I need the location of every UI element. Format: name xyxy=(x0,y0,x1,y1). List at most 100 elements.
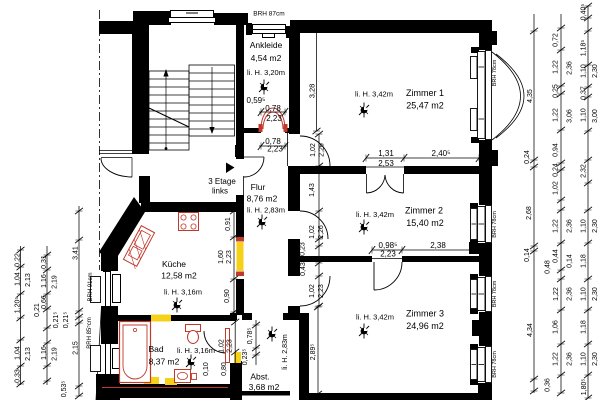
svg-text:0,22: 0,22 xyxy=(15,253,22,267)
svg-text:0,21⁵: 0,21⁵ xyxy=(63,312,70,329)
svg-text:1,10: 1,10 xyxy=(581,108,588,122)
svg-text:1,22: 1,22 xyxy=(553,287,560,301)
svg-text:0,21: 0,21 xyxy=(34,303,41,317)
svg-text:2,13: 2,13 xyxy=(25,273,32,287)
svg-text:Abst.: Abst. xyxy=(250,372,269,382)
svg-text:0,78: 0,78 xyxy=(265,104,281,113)
svg-text:2,30: 2,30 xyxy=(592,64,599,78)
svg-text:BRH 91cm: BRH 91cm xyxy=(88,272,94,301)
svg-text:4,35: 4,35 xyxy=(527,89,534,103)
svg-text:Bad: Bad xyxy=(148,344,163,354)
svg-text:2,23: 2,23 xyxy=(226,250,233,264)
svg-text:0,59⁵: 0,59⁵ xyxy=(247,96,266,105)
svg-text:2,30: 2,30 xyxy=(592,287,599,301)
svg-text:1,16: 1,16 xyxy=(41,346,48,360)
svg-text:8,37 m2: 8,37 m2 xyxy=(149,357,180,367)
svg-text:1,22: 1,22 xyxy=(553,352,560,366)
svg-text:BRH 78cm: BRH 78cm xyxy=(492,211,498,238)
svg-text:1,60: 1,60 xyxy=(218,250,225,264)
svg-text:1,02: 1,02 xyxy=(553,181,560,195)
svg-text:1,80⁵: 1,80⁵ xyxy=(581,379,588,396)
svg-text:0,33: 0,33 xyxy=(15,369,22,383)
svg-text:0,43: 0,43 xyxy=(300,262,307,276)
svg-text:0,25: 0,25 xyxy=(553,84,560,98)
svg-text:2,89⁵: 2,89⁵ xyxy=(310,344,317,361)
svg-text:Zimmer 3: Zimmer 3 xyxy=(406,309,444,319)
svg-text:12,58 m2: 12,58 m2 xyxy=(161,271,197,281)
svg-text:Ankleide: Ankleide xyxy=(250,40,283,50)
svg-text:1,22: 1,22 xyxy=(553,219,560,233)
svg-text:Zimmer 1: Zimmer 1 xyxy=(406,88,444,98)
svg-text:0,37: 0,37 xyxy=(581,86,588,100)
svg-text:0,31: 0,31 xyxy=(41,255,48,269)
svg-text:2,23: 2,23 xyxy=(380,250,396,259)
svg-text:1,10: 1,10 xyxy=(581,219,588,233)
svg-text:2,26: 2,26 xyxy=(319,143,326,157)
svg-text:1,06: 1,06 xyxy=(553,320,560,334)
svg-text:2,23: 2,23 xyxy=(318,284,325,298)
svg-text:2,23: 2,23 xyxy=(227,339,234,353)
svg-text:2,15: 2,15 xyxy=(73,341,80,355)
svg-text:0,91: 0,91 xyxy=(225,217,232,231)
svg-text:0,14: 0,14 xyxy=(524,248,531,262)
svg-text:0,23: 0,23 xyxy=(300,242,307,256)
svg-text:2,68: 2,68 xyxy=(526,206,533,220)
svg-text:1,10: 1,10 xyxy=(581,287,588,301)
svg-text:2,36: 2,36 xyxy=(567,61,574,75)
svg-text:BRH 78cm: BRH 78cm xyxy=(492,280,498,307)
svg-text:0,53⁵: 0,53⁵ xyxy=(61,381,68,398)
svg-text:li. H. 2,83m: li. H. 2,83m xyxy=(247,206,285,215)
svg-text:Flur: Flur xyxy=(251,182,266,192)
svg-text:1,02: 1,02 xyxy=(309,225,316,239)
svg-text:1,18: 1,18 xyxy=(581,320,588,334)
svg-text:0,21⁵: 0,21⁵ xyxy=(53,312,60,329)
svg-text:2,36: 2,36 xyxy=(567,287,574,301)
svg-text:0,66: 0,66 xyxy=(41,295,48,309)
svg-text:1,02: 1,02 xyxy=(310,143,317,157)
svg-text:2,36: 2,36 xyxy=(567,352,574,366)
svg-text:2,26: 2,26 xyxy=(318,225,325,239)
svg-text:2,23: 2,23 xyxy=(266,114,282,123)
svg-text:links: links xyxy=(212,187,228,196)
svg-text:1,31: 1,31 xyxy=(378,149,394,158)
svg-text:0,24: 0,24 xyxy=(524,150,531,164)
svg-text:li. H. 3,20m: li. H. 3,20m xyxy=(247,68,285,77)
svg-text:0,10: 0,10 xyxy=(203,362,210,376)
svg-text:li. H. 2,83m: li. H. 2,83m xyxy=(282,334,289,370)
svg-text:0,80: 0,80 xyxy=(221,362,228,376)
svg-text:3 Etage: 3 Etage xyxy=(208,177,236,186)
svg-text:1,18⁵: 1,18⁵ xyxy=(581,40,588,57)
svg-text:1,02: 1,02 xyxy=(219,339,226,353)
svg-text:li. H. 3,42m: li. H. 3,42m xyxy=(355,90,393,99)
svg-text:1,04: 1,04 xyxy=(15,346,22,360)
svg-text:1,43: 1,43 xyxy=(309,183,316,197)
svg-text:2,40⁵: 2,40⁵ xyxy=(432,149,451,158)
svg-text:2,53: 2,53 xyxy=(378,159,394,168)
svg-text:2,30: 2,30 xyxy=(592,352,599,366)
svg-text:0,36: 0,36 xyxy=(545,378,552,392)
svg-text:2,32: 2,32 xyxy=(581,164,588,178)
svg-text:1,20⁵: 1,20⁵ xyxy=(15,297,22,314)
svg-text:0,98⁵: 0,98⁵ xyxy=(379,241,398,250)
svg-text:1,16: 1,16 xyxy=(41,274,48,288)
svg-text:0,72: 0,72 xyxy=(553,33,560,47)
svg-text:0,44: 0,44 xyxy=(553,249,560,263)
svg-text:3,28: 3,28 xyxy=(308,84,317,99)
svg-text:li. H. 3,16m: li. H. 3,16m xyxy=(164,288,202,297)
svg-text:3,41: 3,41 xyxy=(73,246,80,260)
svg-text:3,68 m2: 3,68 m2 xyxy=(249,382,280,392)
svg-text:2,19: 2,19 xyxy=(52,347,59,361)
svg-text:4,34: 4,34 xyxy=(527,323,534,337)
svg-text:0,14: 0,14 xyxy=(567,254,574,268)
svg-text:2,36: 2,36 xyxy=(567,219,574,233)
svg-text:1,02: 1,02 xyxy=(309,284,316,298)
svg-text:li. H. 3,16m: li. H. 3,16m xyxy=(177,346,215,355)
svg-text:0,78⁵: 0,78⁵ xyxy=(247,328,254,345)
svg-text:1,10: 1,10 xyxy=(581,64,588,78)
svg-text:BRH 85⁵cm: BRH 85⁵cm xyxy=(86,317,93,349)
svg-text:2,19: 2,19 xyxy=(52,275,59,289)
svg-text:1,10: 1,10 xyxy=(581,352,588,366)
svg-text:0,23⁵: 0,23⁵ xyxy=(242,349,249,366)
svg-text:0,48: 0,48 xyxy=(545,260,552,274)
svg-text:4,54 m2: 4,54 m2 xyxy=(251,53,282,63)
